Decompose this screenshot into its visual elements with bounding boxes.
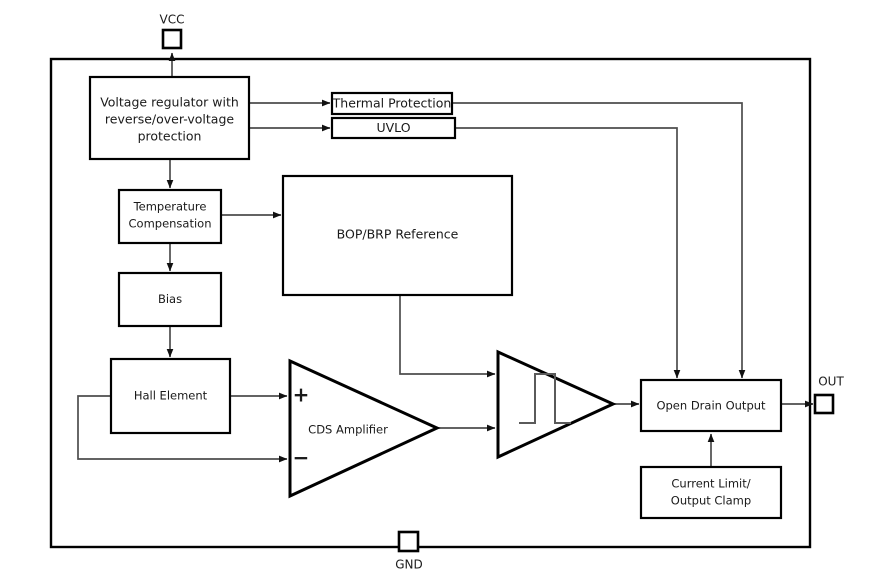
block-thermal-protection-rect <box>330 91 454 116</box>
amplifier-plus-sign: + <box>293 383 310 407</box>
wire-reference-to-comparator <box>399 295 496 378</box>
wire-thermal-protection-to-open-drain <box>452 102 746 379</box>
block-temperature-compensation-label-line2: Compensation <box>129 217 212 231</box>
block-uvlo[interactable]: UVLO <box>330 116 457 140</box>
block-voltage-regulator-label-line1: Voltage regulator with <box>100 95 239 110</box>
pin-pad-gnd[interactable] <box>397 530 420 553</box>
block-hall-element-label: Hall Element <box>134 389 208 403</box>
pin-label-out: OUT <box>818 375 844 389</box>
pin-pad-out[interactable] <box>813 393 835 415</box>
block-temperature-compensation[interactable]: Temperature Compensation <box>117 188 223 245</box>
pin-pad-vcc[interactable] <box>161 28 183 50</box>
block-temperature-compensation-label-line1: Temperature <box>133 200 207 214</box>
block-cds-amplifier-label: CDS Amplifier <box>308 423 388 437</box>
block-cds-amplifier[interactable]: + − CDS Amplifier <box>288 358 441 499</box>
amplifier-minus-sign: − <box>293 446 310 470</box>
wire-hall-element-to-amplifier-minus <box>77 395 288 463</box>
pin-label-vcc: VCC <box>160 13 185 27</box>
block-thermal-protection-label: Thermal Protection <box>332 96 452 111</box>
block-cds-amplifier-triangle <box>288 358 441 499</box>
block-current-limit-output-clamp-label-line2: Output Clamp <box>671 494 751 508</box>
pin-label-gnd: GND <box>395 558 423 572</box>
block-open-drain-output[interactable]: Open Drain Output <box>639 378 783 433</box>
block-open-drain-output-rect <box>639 378 783 433</box>
block-bias-label: Bias <box>158 292 182 306</box>
block-bias[interactable]: Bias <box>117 271 223 328</box>
block-open-drain-output-label: Open Drain Output <box>656 399 766 413</box>
block-comparator[interactable] <box>496 349 617 460</box>
block-voltage-regulator-rect <box>88 75 251 161</box>
block-bop-brp-reference[interactable]: BOP/BRP Reference <box>281 174 514 297</box>
block-bop-brp-reference-rect <box>281 174 514 297</box>
hysteresis-icon <box>519 373 571 424</box>
block-bias-rect <box>117 271 223 328</box>
block-hall-element-rect <box>109 357 232 435</box>
wire-uvlo-to-open-drain <box>455 127 681 379</box>
block-uvlo-rect <box>330 116 457 140</box>
block-voltage-regulator[interactable]: Voltage regulator with reverse/over-volt… <box>88 75 251 161</box>
block-bop-brp-reference-label: BOP/BRP Reference <box>337 227 459 242</box>
block-current-limit-output-clamp[interactable]: Current Limit/ Output Clamp <box>639 465 783 520</box>
block-current-limit-output-clamp-rect <box>639 465 783 520</box>
block-current-limit-output-clamp-label-line1: Current Limit/ <box>671 477 750 491</box>
block-voltage-regulator-label-line2: reverse/over-voltage <box>105 112 234 127</box>
block-uvlo-label: UVLO <box>376 120 410 135</box>
block-hall-element[interactable]: Hall Element <box>109 357 232 435</box>
block-voltage-regulator-label-line3: protection <box>138 129 202 144</box>
block-temperature-compensation-rect <box>117 188 223 245</box>
block-thermal-protection[interactable]: Thermal Protection <box>330 91 454 116</box>
